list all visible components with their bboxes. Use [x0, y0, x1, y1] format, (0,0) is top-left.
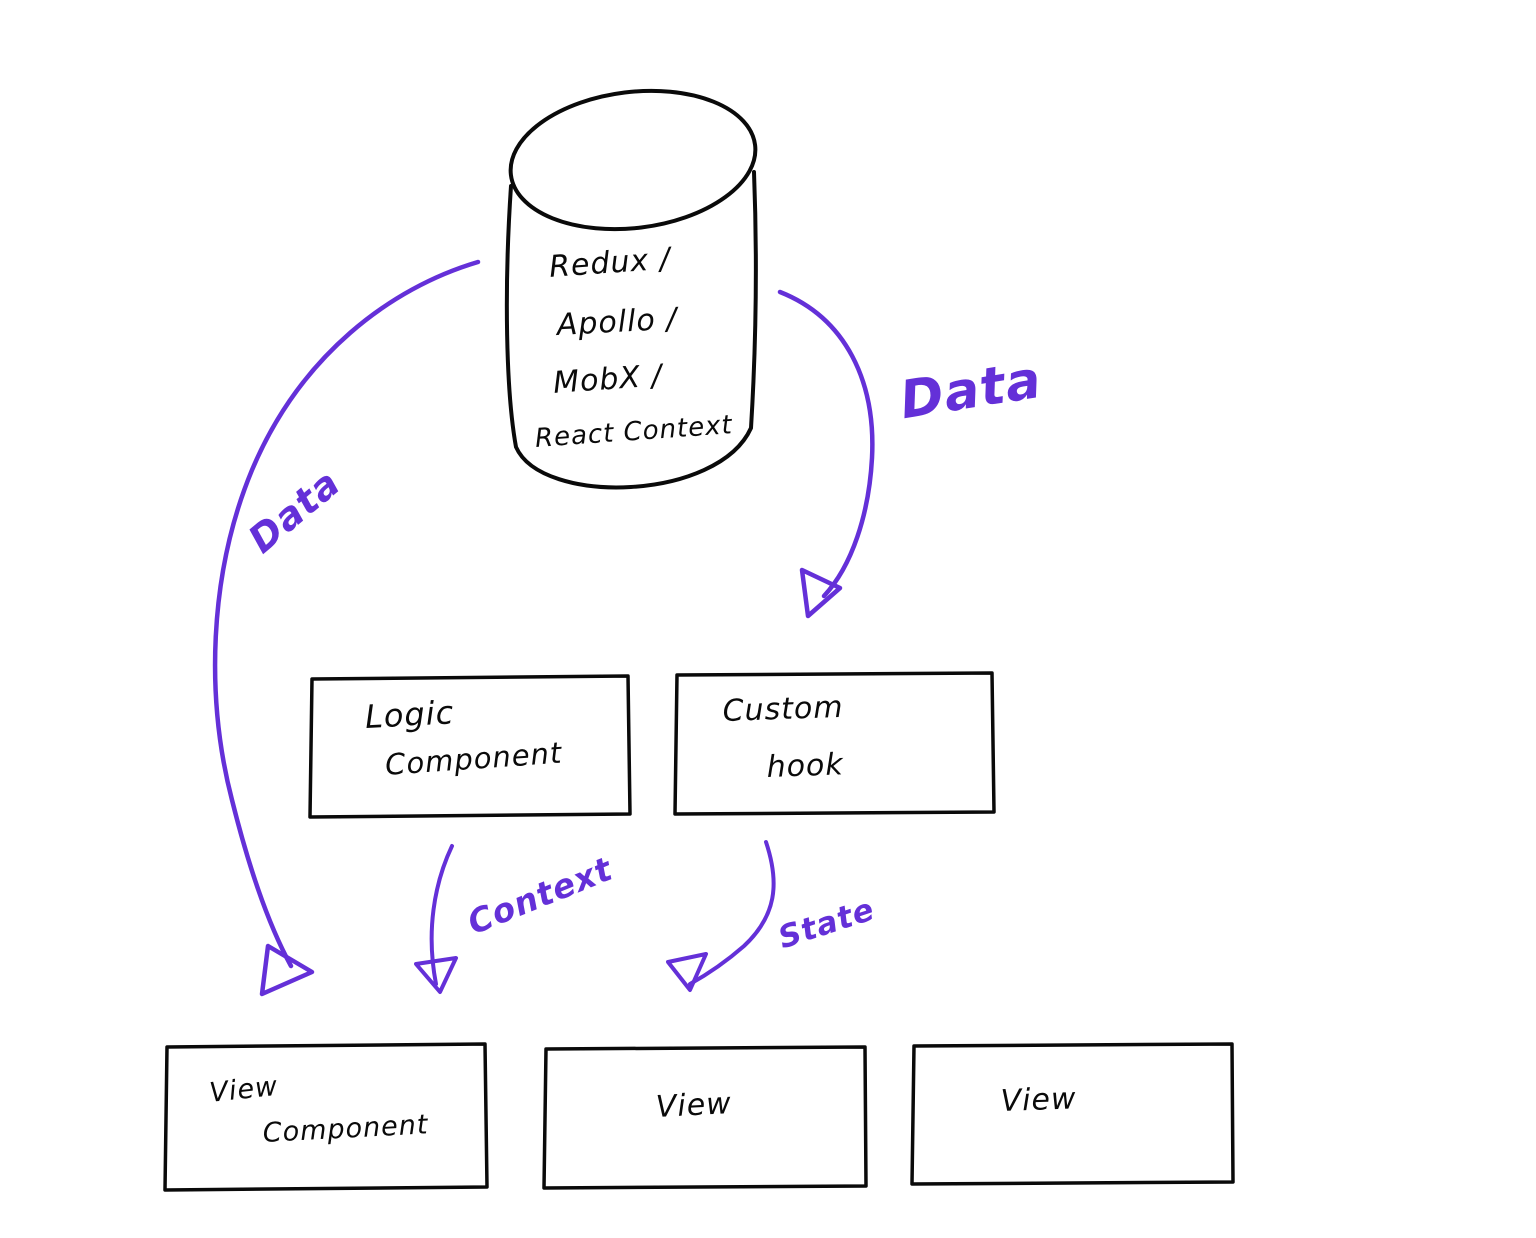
cylinder-body-outline	[504, 170, 758, 490]
cylinder-body	[506, 172, 756, 488]
data-arrow-left	[212, 259, 481, 997]
custom-hook-box	[673, 671, 996, 816]
diagram-boxes	[163, 671, 1235, 1192]
data-arrow-left-head	[259, 943, 315, 997]
custom-hook-label-line-1: Custom	[722, 689, 845, 729]
logic-component-label-line-1: Logic	[364, 693, 456, 736]
view-center-box	[542, 1045, 868, 1190]
view-right-box	[910, 1042, 1235, 1186]
data-arrow-left-line	[212, 259, 481, 969]
state-arrow-line	[688, 840, 776, 986]
view-center-label: View	[655, 1086, 733, 1125]
store-cylinder-shape	[504, 88, 758, 490]
cylinder-label-line-2: Apollo /	[556, 301, 679, 343]
data-arrow-right-line	[777, 289, 875, 599]
context-arrow	[414, 844, 458, 994]
data-arrow-right-head	[799, 567, 843, 619]
logic-component-box	[308, 674, 632, 819]
view-right-label: View	[1000, 1081, 1078, 1119]
cylinder-top	[508, 88, 758, 232]
data-arrow-right	[777, 289, 875, 619]
context-arrow-line	[429, 844, 454, 986]
state-arrow	[666, 840, 776, 992]
state-arrow-head	[666, 952, 708, 992]
context-arrow-head	[414, 956, 458, 994]
custom-hook-label-line-2: hook	[766, 747, 845, 785]
view-component-box	[163, 1042, 489, 1192]
